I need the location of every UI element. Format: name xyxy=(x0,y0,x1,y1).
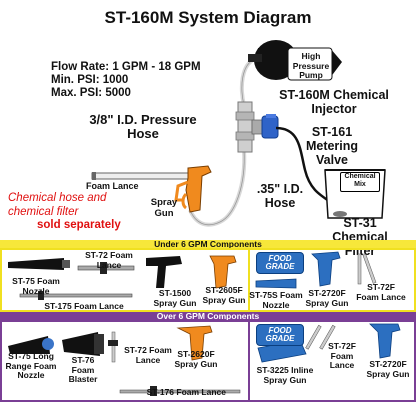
st175-lance-art xyxy=(19,291,133,300)
st75-long-range-label: ST-75 Long Range Foam Nozzle xyxy=(5,351,57,380)
st72-lance-over-label: ST-72 Foam Lance xyxy=(124,345,172,365)
st72f-lance-over-label: ST-72F Foam Lance xyxy=(328,341,356,370)
st76-blaster-art xyxy=(62,332,104,356)
st2720f-gun-over-art xyxy=(369,323,401,359)
food-grade-badge-over: FOOD GRADE xyxy=(256,324,304,346)
st2720f-gun-label: ST-2720F Spray Gun xyxy=(305,288,349,308)
st1500-gun-label: ST-1500 Spray Gun xyxy=(153,288,197,308)
st1500-gun-art xyxy=(146,256,182,288)
st175-lance-label: ST-175 Foam Lance xyxy=(44,301,124,311)
st75s-nozzle-label: ST-75S Foam Nozzle xyxy=(249,290,303,310)
over-6-gpm-header: Over 6 GPM Components xyxy=(0,312,416,320)
st72-lance-label: ST-72 Foam Lance xyxy=(85,250,133,270)
st75-long-range-art xyxy=(8,336,54,354)
foam-lance-art xyxy=(91,172,193,180)
over-6-products xyxy=(8,323,401,396)
pump-label: High Pressure Pump xyxy=(292,51,330,80)
spec-flow-rate: Flow Rate: 1 GPM - 18 GPM xyxy=(51,61,201,73)
over-6-food-grade-panel xyxy=(248,320,416,402)
hose-035-label: .35" I.D. Hose xyxy=(256,182,304,210)
st2720f-gun-over-label: ST-2720F Spray Gun xyxy=(366,359,410,379)
note-line-2: chemical filter xyxy=(8,206,79,218)
st72-lance-over-art xyxy=(108,331,118,363)
food-grade-badge-under: FOOD GRADE xyxy=(256,252,304,274)
st3225-gun-label: ST-3225 Inline Spray Gun xyxy=(256,365,314,385)
metering-valve-label: ST-161 Metering Valve xyxy=(305,125,359,167)
under-6-gpm-header: Under 6 GPM Components xyxy=(0,240,416,248)
foam-lance-label: Foam Lance xyxy=(86,181,139,191)
st2620f-gun-art xyxy=(176,325,213,361)
st76-blaster-label: ST-76 Foam Blaster xyxy=(68,355,98,384)
page-title: ST-160M System Diagram xyxy=(104,8,312,27)
pump xyxy=(248,40,342,81)
spec-min-psi: Min. PSI: 1000 xyxy=(51,74,129,86)
st72f-lance-label: ST-72F Foam Lance xyxy=(356,282,406,302)
spray-gun-art xyxy=(174,165,212,213)
st75s-nozzle-art xyxy=(255,278,297,289)
injector-label: ST-160M Chemical Injector xyxy=(279,88,389,116)
chemical-hose xyxy=(275,126,336,207)
under-6-products xyxy=(8,251,377,300)
under-6-food-grade-panel xyxy=(248,248,416,312)
chemical-mix-label: Chemical Mix xyxy=(340,172,380,192)
st72f-lance-art xyxy=(357,253,377,285)
note-line-1: Chemical hose and xyxy=(8,192,107,204)
st75-nozzle-art xyxy=(8,258,70,270)
note-line-3: sold separately xyxy=(37,219,121,231)
st176-lance-label: ST-176 Foam Lance xyxy=(146,387,226,397)
st2605f-gun-art xyxy=(209,255,237,289)
st2620f-gun-label: ST-2620F Spray Gun xyxy=(174,349,218,369)
st72f-lance-over-art xyxy=(305,324,336,350)
st176-lance-art xyxy=(119,386,241,396)
st72-lance-art xyxy=(77,262,135,274)
st2720f-gun-art xyxy=(311,251,341,287)
system-diagram xyxy=(91,40,386,227)
st75-nozzle-label: ST-75 Foam Nozzle xyxy=(12,276,60,296)
spec-max-psi: Max. PSI: 5000 xyxy=(51,87,131,99)
chemical-injector xyxy=(235,101,279,153)
pressure-hose-label: 3/8" I.D. Pressure Hose xyxy=(89,112,197,141)
spray-gun-label: Spray Gun xyxy=(150,197,178,219)
st2605f-gun-label: ST-2605F Spray Gun xyxy=(202,285,246,305)
